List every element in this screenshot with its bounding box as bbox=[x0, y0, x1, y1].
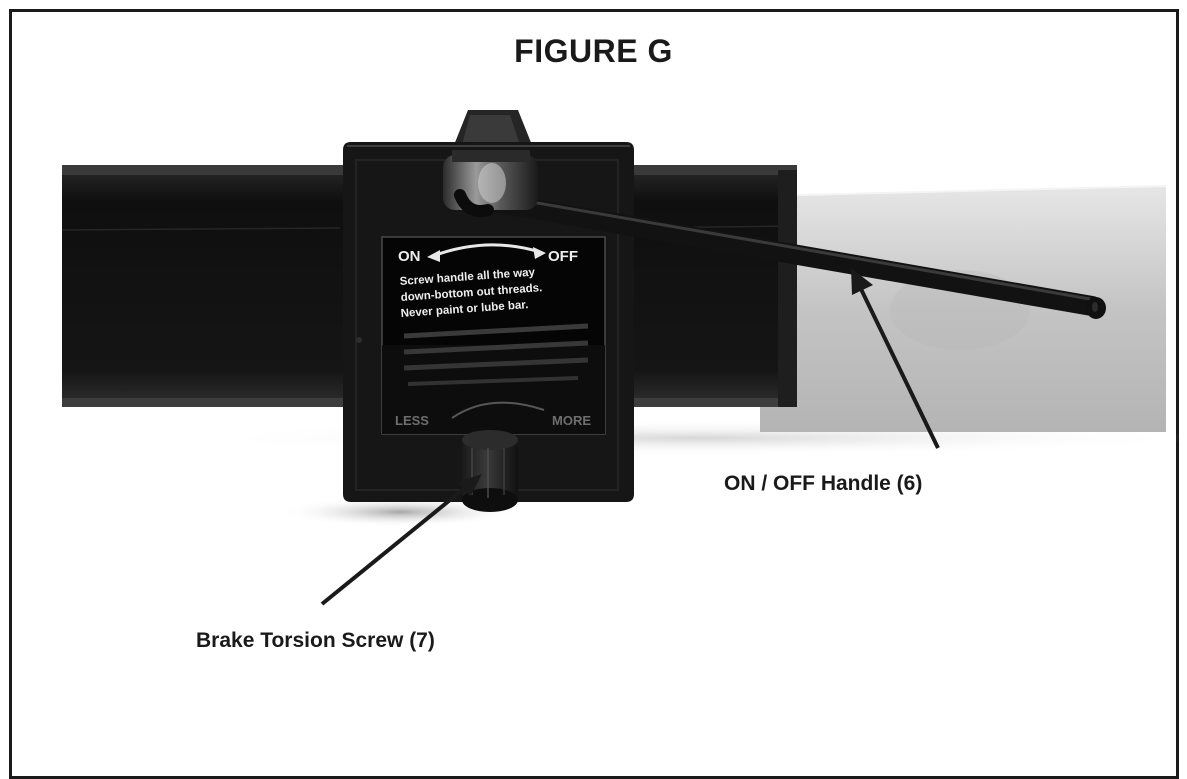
handle-callout-label: ON / OFF Handle (6) bbox=[724, 472, 922, 495]
decal-more-label: MORE bbox=[552, 413, 591, 428]
floor-shadow bbox=[280, 497, 520, 527]
decal-off-label: OFF bbox=[548, 248, 578, 265]
screw-callout-arrow bbox=[320, 474, 482, 606]
arrow-head-on bbox=[427, 250, 440, 262]
decal-on-label: ON bbox=[398, 248, 421, 265]
light-bar bbox=[759, 185, 1167, 432]
figure-title: FIGURE G bbox=[514, 33, 673, 69]
on-off-arrow bbox=[432, 243, 541, 258]
arrow-head-off bbox=[533, 247, 546, 259]
brake-torsion-screw bbox=[462, 430, 518, 512]
screw-callout-label: Brake Torsion Screw (7) bbox=[196, 629, 435, 652]
decal-less-label: LESS bbox=[395, 413, 429, 428]
on-off-handle bbox=[443, 150, 1106, 319]
handle-callout-arrow bbox=[851, 268, 940, 449]
instruction-decal: ON OFF Screw handle all the way down-bot… bbox=[381, 236, 606, 435]
